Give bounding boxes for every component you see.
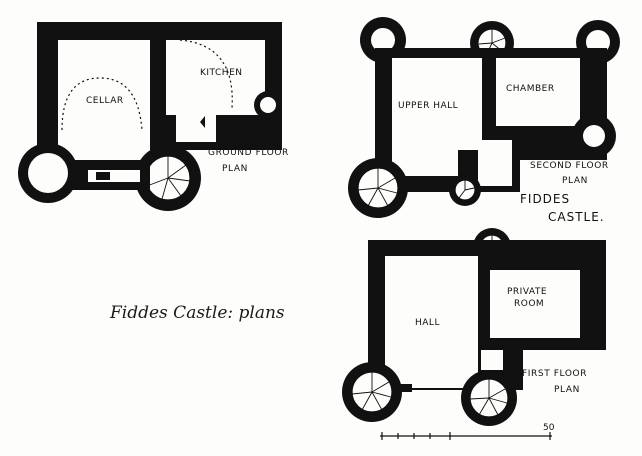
room-label-upper-hall: UPPER HALL — [398, 101, 458, 111]
first-floor-plan-label-line2: PLAN — [554, 385, 580, 395]
second-floor-plan-label: SECOND FLOOR — [530, 161, 609, 171]
second-floor-plan: UPPER HALL CHAMBER SECOND FLOOR PLAN FID… — [348, 17, 620, 224]
room-label-private: PRIVATE — [507, 287, 547, 297]
first-floor-plan: HALL PRIVATE ROOM FIRST FLOOR PLAN — [342, 228, 606, 426]
room-label-hall: HALL — [415, 318, 440, 328]
room-label-chamber: CHAMBER — [506, 84, 555, 94]
figure-caption: Fiddes Castle: plans — [109, 303, 285, 323]
second-floor-plan-label-line2: PLAN — [562, 176, 588, 186]
room-label-room: ROOM — [514, 299, 544, 309]
ground-floor-plan: CELLAR KITCHEN GROUND FLOOR PLAN — [18, 22, 289, 211]
room-label-cellar: CELLAR — [86, 96, 124, 106]
scale-bar: 50 — [380, 423, 555, 440]
castle-name-line1: FIDDES — [520, 192, 570, 206]
castle-name-line2: CASTLE. — [548, 210, 605, 224]
first-floor-plan-label: FIRST FLOOR — [522, 369, 587, 379]
scale-label: 50 — [543, 423, 555, 433]
ground-floor-plan-label: GROUND FLOOR — [208, 148, 289, 158]
ground-floor-plan-label-line2: PLAN — [222, 164, 248, 174]
room-label-kitchen: KITCHEN — [200, 68, 243, 78]
